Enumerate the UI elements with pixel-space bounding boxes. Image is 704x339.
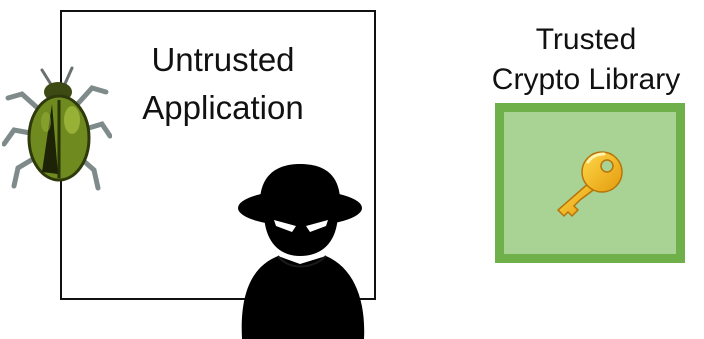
trusted-label-line2: Crypto Library: [491, 63, 681, 96]
untrusted-label-line2: Application: [142, 89, 304, 126]
hooded-spy-icon: [238, 164, 365, 339]
bug-icon: [2, 66, 112, 191]
untrusted-application-label: Untrusted Application: [78, 36, 368, 132]
key-icon: [556, 151, 623, 218]
trusted-label-line1: Trusted: [535, 23, 637, 56]
untrusted-label-line1: Untrusted: [151, 41, 295, 78]
trusted-library-label: Trusted Crypto Library: [468, 20, 704, 100]
untrusted-application-box: [60, 10, 376, 300]
